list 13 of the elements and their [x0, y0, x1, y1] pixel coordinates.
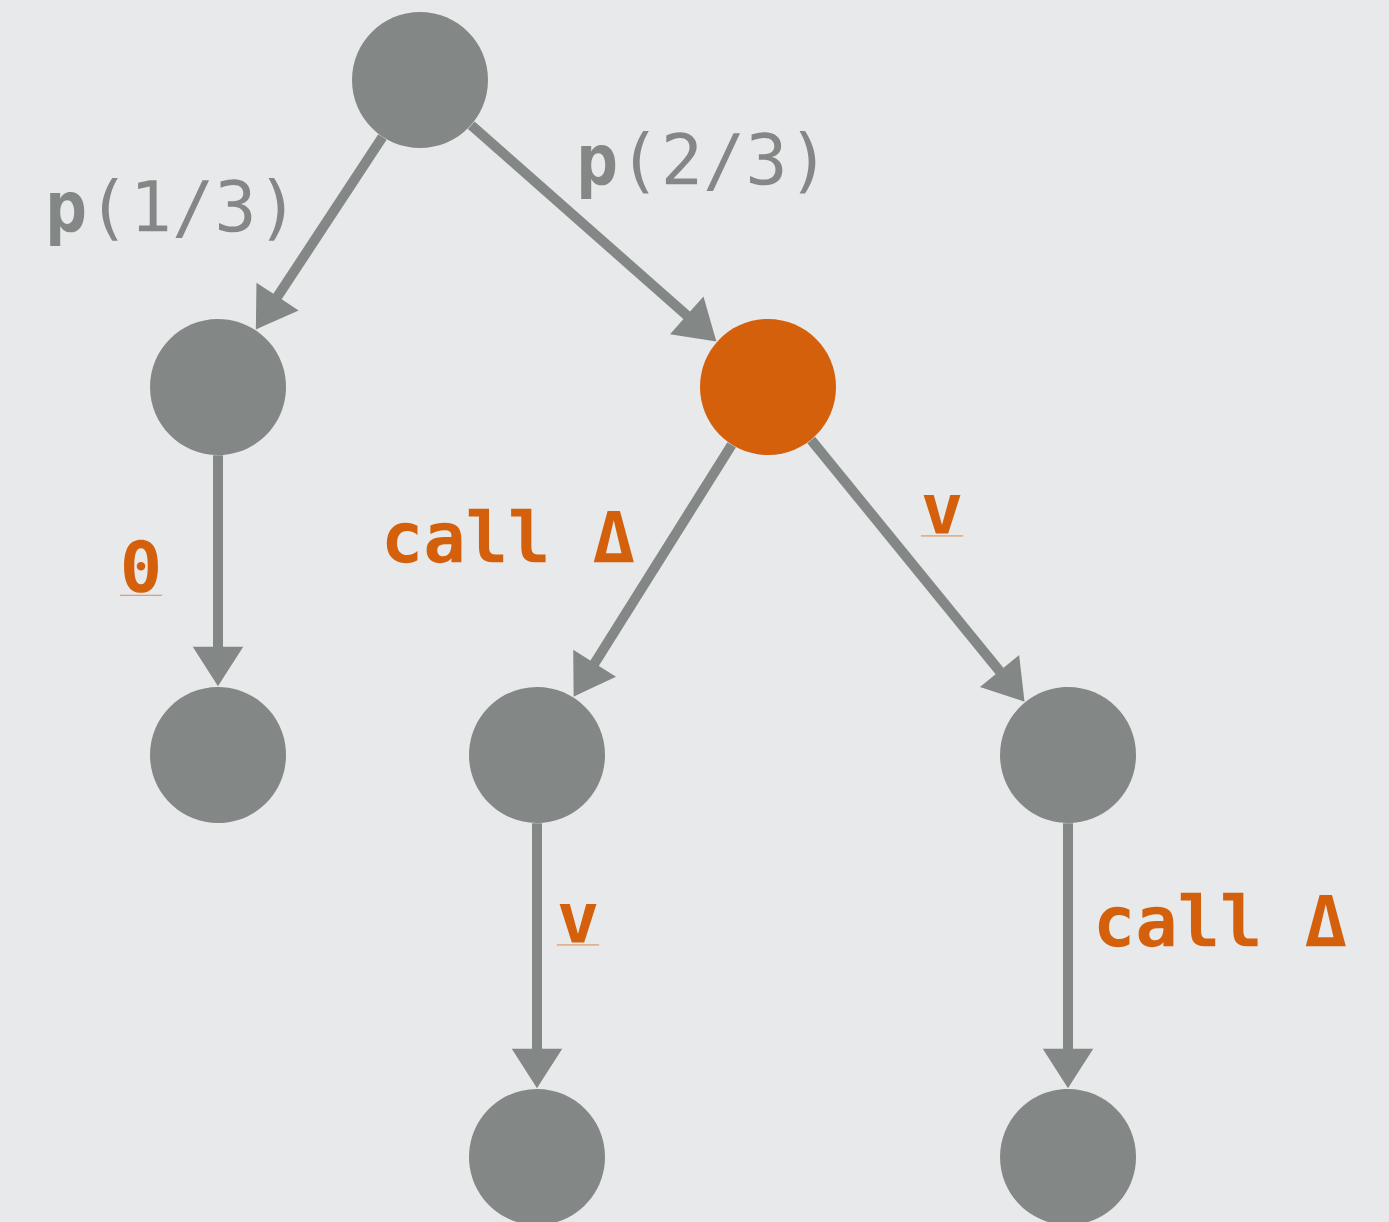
edge-label: call Δ [1098, 892, 1346, 948]
edge-label: v [556, 904, 600, 946]
edge-label: v [920, 495, 964, 537]
edge-label: p(1/3) [50, 178, 285, 246]
circle-node [700, 319, 836, 455]
edge-label: 0 [119, 539, 163, 596]
circle-node [150, 687, 286, 823]
edge-label: p(2/3) [581, 131, 816, 199]
circle-node [1000, 687, 1136, 823]
edge-label: call Δ [386, 508, 634, 564]
circle-node [352, 12, 488, 148]
circle-node [469, 687, 605, 823]
circle-node [150, 319, 286, 455]
